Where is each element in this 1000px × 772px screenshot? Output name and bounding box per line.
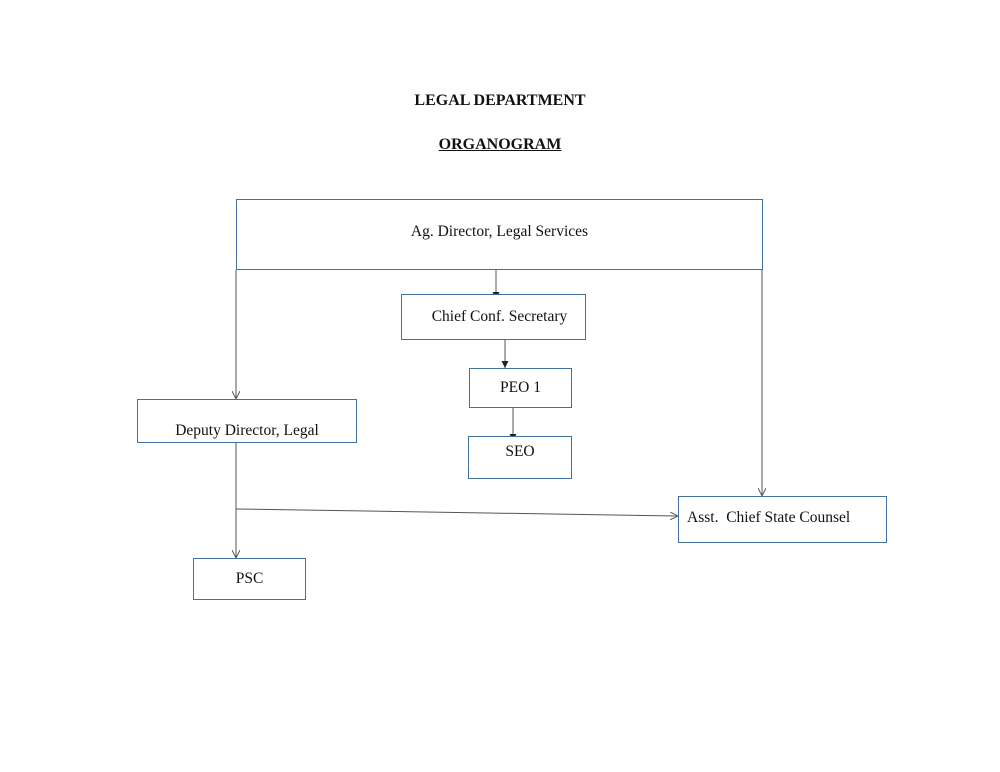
node-asst-chief-state-counsel: Asst. Chief State Counsel: [678, 496, 887, 543]
node-director: Ag. Director, Legal Services: [236, 199, 763, 270]
node-asst-chief-state-counsel-label: Asst. Chief State Counsel: [687, 508, 851, 526]
connector-deputy-to-acsc: [235, 508, 678, 516]
node-deputy-director: Deputy Director, Legal: [137, 399, 357, 443]
node-seo: SEO: [468, 436, 572, 479]
page-title: LEGAL DEPARTMENT: [414, 92, 586, 109]
node-peo-label: PEO 1: [500, 379, 541, 396]
node-psc-label: PSC: [235, 570, 264, 587]
node-seo-label: SEO: [505, 443, 535, 460]
node-chief-conf-secretary: Chief Conf. Secretary: [401, 294, 586, 340]
node-deputy-director-label: Deputy Director, Legal: [175, 422, 319, 439]
node-director-label: Ag. Director, Legal Services: [410, 223, 589, 240]
node-peo: PEO 1: [469, 368, 572, 408]
page-subtitle: ORGANOGRAM: [438, 136, 562, 153]
node-chief-conf-secretary-label: Chief Conf. Secretary: [431, 308, 568, 325]
node-psc: PSC: [193, 558, 306, 600]
